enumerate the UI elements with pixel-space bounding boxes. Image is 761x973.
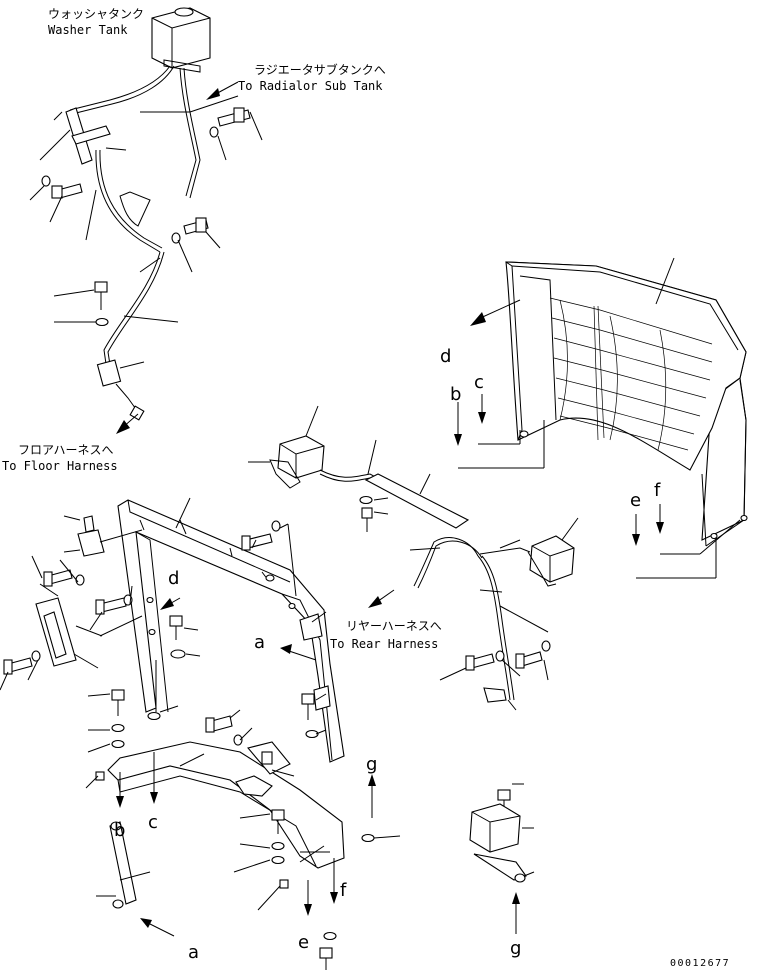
lower-crossbar (107, 741, 345, 869)
frame-leaders (0, 497, 401, 911)
radiator-en: To Radialor Sub Tank (238, 79, 383, 93)
rear-harness-wire (413, 537, 531, 703)
washer-leaders (29, 95, 263, 369)
radiator-jp: ラジエータサブタンクへ (254, 62, 386, 77)
washer-tank-jp: ウォッシャタンク (48, 7, 144, 21)
letter-f-frame: f (340, 880, 347, 901)
main-frame (117, 499, 345, 763)
washer-tank-en: Washer Tank (48, 23, 128, 37)
washer-bolts (41, 107, 251, 327)
front-lamp (269, 435, 461, 527)
floor-en: To Floor Harness (2, 459, 118, 473)
letter-g-lamp: g (510, 938, 521, 959)
letter-f-grille: f (654, 480, 661, 501)
grille-hood (505, 261, 748, 547)
letter-d-grille: d (440, 346, 451, 367)
washer-arrows (116, 81, 239, 434)
lamp-leaders (248, 405, 579, 711)
letter-c-frame: c (148, 812, 158, 833)
rear-en: To Rear Harness (330, 637, 438, 651)
letter-a-frame: a (254, 632, 265, 653)
rear-harness-bolts (465, 640, 551, 671)
side-lamp (469, 783, 535, 934)
letter-c-grille: c (474, 372, 484, 393)
floor-jp: フロアハーネスへ (18, 443, 114, 457)
letter-b-grille: b (450, 384, 461, 405)
grille-leaders (454, 257, 741, 579)
letter-e-frame: e (298, 932, 309, 953)
letter-b-frame: b (114, 820, 125, 841)
letter-a-bottom: a (188, 942, 199, 963)
letter-g-frame: g (366, 754, 377, 775)
rear-jp: リヤーハーネスへ (346, 619, 442, 633)
washer-hoses (69, 65, 201, 413)
lamp-bar (359, 473, 470, 532)
letter-d-frame: d (168, 568, 179, 589)
drawing-number: 00012677 (670, 958, 730, 969)
rear-lamp (527, 535, 575, 587)
letter-e-grille: e (630, 490, 641, 511)
washer-tank (151, 7, 211, 73)
frame-side-parts (3, 515, 375, 970)
frame-arrows (116, 597, 376, 937)
washer-bracket (65, 107, 145, 421)
